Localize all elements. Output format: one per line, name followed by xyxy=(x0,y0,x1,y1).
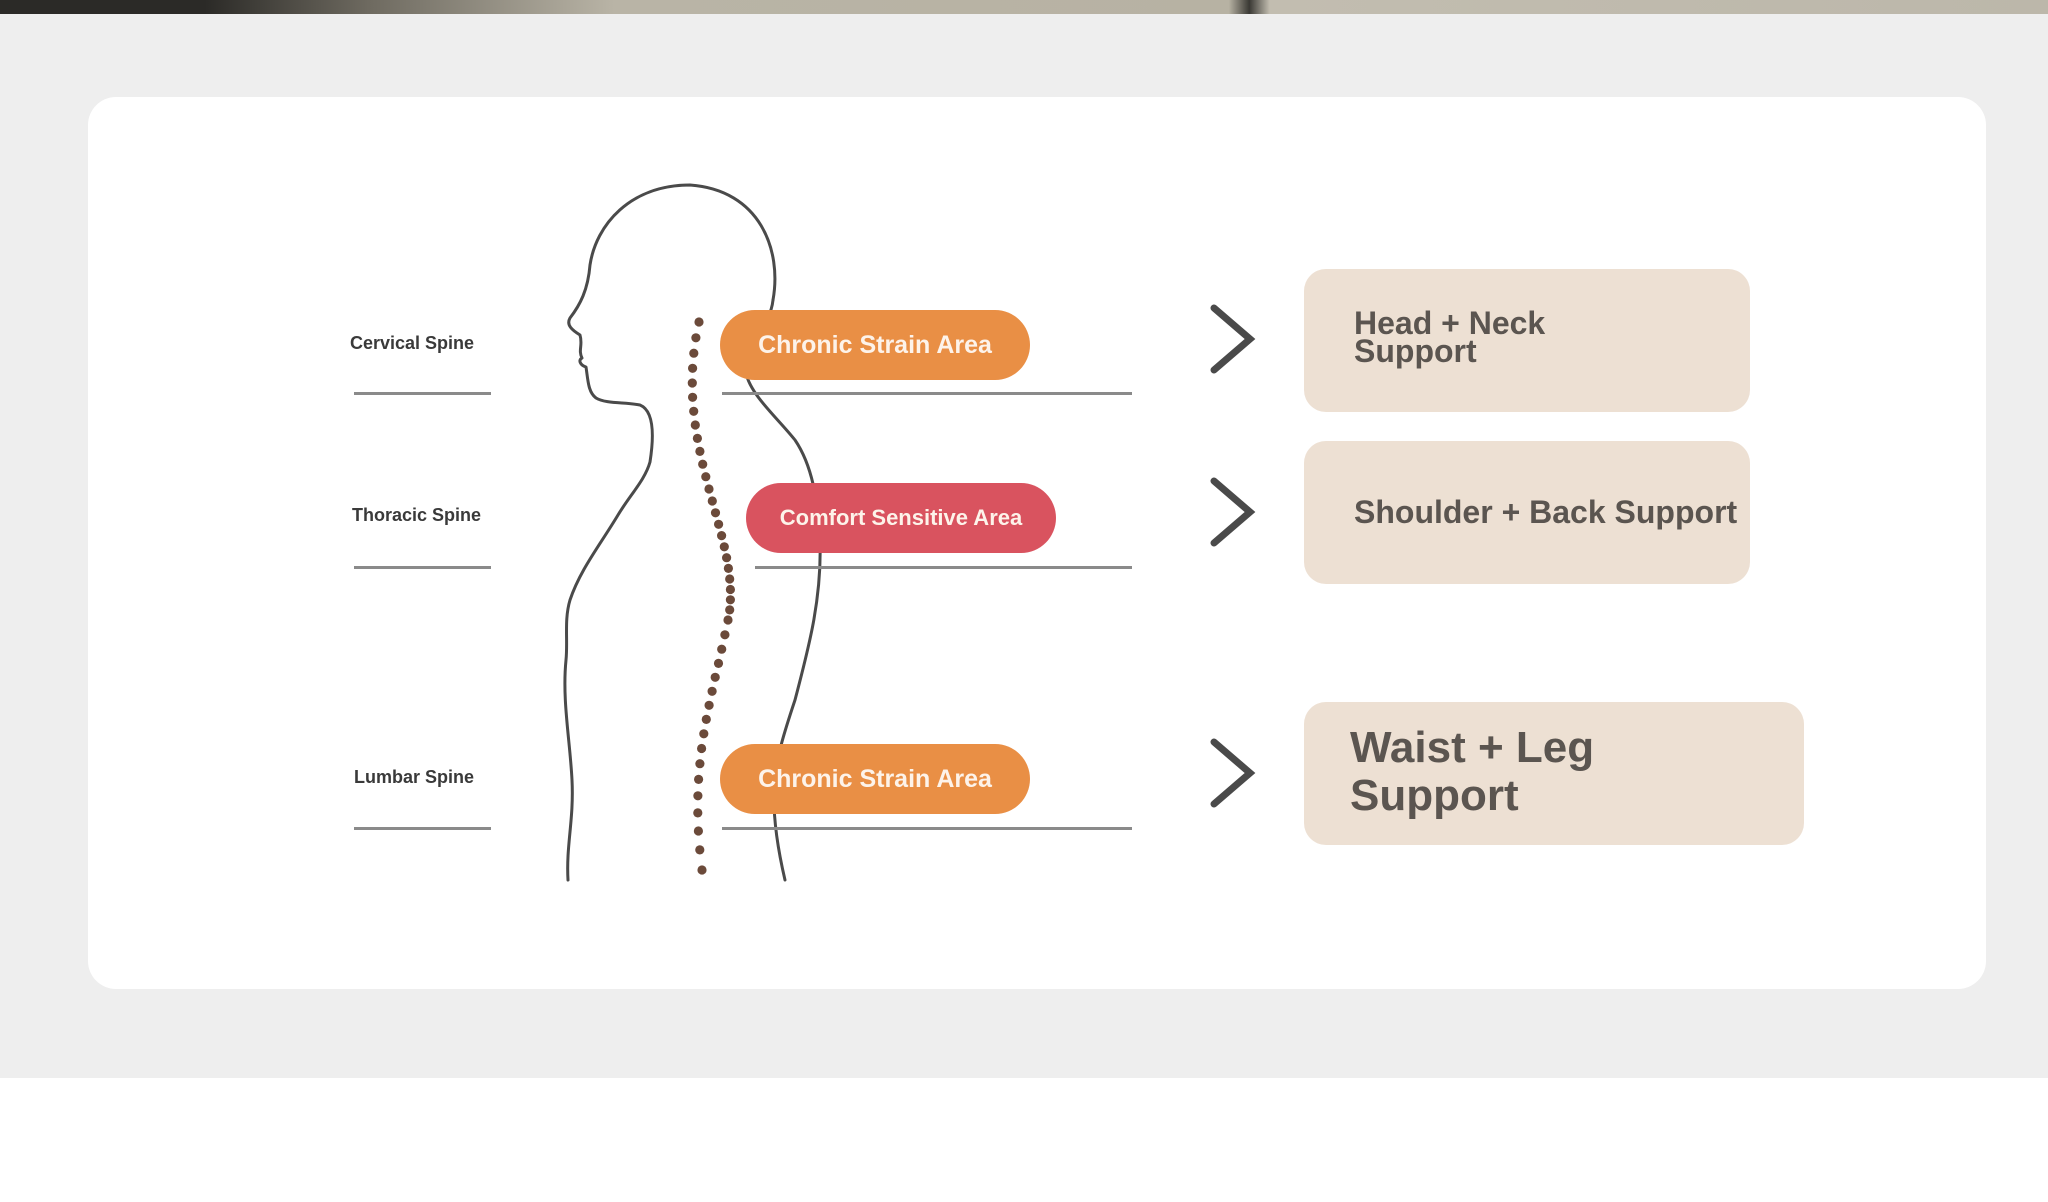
head-neck-support-box: Head + Neck Support xyxy=(1304,269,1750,412)
spine-vertebra-dot xyxy=(690,420,700,430)
spine-vertebra-dot xyxy=(699,729,709,739)
shoulder-back-support-box: Shoulder + Back Support xyxy=(1304,441,1750,584)
spine-vertebra-dot xyxy=(689,348,699,358)
spine-vertebra-dot xyxy=(693,808,703,818)
spine-vertebra-dot xyxy=(707,496,717,506)
spine-vertebra-dot xyxy=(717,531,727,541)
spine-vertebra-dot xyxy=(689,406,699,416)
spine-vertebra-dot xyxy=(707,686,717,696)
spine-vertebra-dot xyxy=(725,595,736,605)
spine-vertebra-dot xyxy=(694,774,704,785)
spine-dots xyxy=(687,317,736,875)
chevron-right-icon xyxy=(1210,477,1256,547)
spine-vertebra-dot xyxy=(701,472,711,482)
spine-vertebra-dot xyxy=(691,333,701,343)
spine-vertebra-dot xyxy=(687,378,697,388)
cervical-left-rule xyxy=(354,392,491,395)
lumbar-spine-label: Lumbar Spine xyxy=(354,767,475,787)
spine-vertebra-dot xyxy=(717,644,727,654)
chronic-strain-pill-bottom: Chronic Strain Area xyxy=(720,744,1030,814)
spine-vertebra-dot xyxy=(692,433,703,443)
spine-vertebra-dot xyxy=(693,826,704,836)
waist-leg-support-label: Waist + Leg Support xyxy=(1350,723,1595,820)
spine-vertebra-dot xyxy=(704,484,714,494)
spine-vertebra-dot xyxy=(720,630,730,640)
spine-vertebra-dot xyxy=(688,392,698,402)
spine-vertebra-dot xyxy=(723,615,733,625)
spine-vertebra-dot xyxy=(693,791,703,801)
spine-vertebra-dot xyxy=(697,743,707,754)
spine-vertebra-dot xyxy=(698,459,708,469)
top-photo-strip xyxy=(0,0,2048,14)
chronic-strain-pill-top: Chronic Strain Area xyxy=(720,310,1030,380)
lumbar-right-rule xyxy=(722,827,1132,830)
spine-vertebra-dot xyxy=(704,700,714,710)
waist-leg-support-box: Waist + Leg Support xyxy=(1304,702,1804,845)
spine-vertebra-dot xyxy=(697,865,707,875)
spine-vertebra-dot xyxy=(695,446,705,456)
chevron-right-icon xyxy=(1210,738,1256,808)
spine-vertebra-dot xyxy=(710,508,721,518)
spine-vertebra-dot xyxy=(695,759,705,769)
spine-vertebra-dot xyxy=(701,714,711,725)
lumbar-left-rule xyxy=(354,827,491,830)
spine-vertebra-dot xyxy=(725,605,735,615)
spine-vertebra-dot xyxy=(694,317,704,327)
spine-vertebra-dot xyxy=(713,658,724,669)
spine-vertebra-dot xyxy=(695,845,705,855)
chevron-right-icon xyxy=(1210,304,1256,374)
spine-vertebra-dot xyxy=(725,574,735,584)
spine-vertebra-dot xyxy=(714,519,724,529)
spine-vertebra-dot xyxy=(722,553,732,563)
spine-vertebra-dot xyxy=(719,542,729,552)
thoracic-left-rule xyxy=(354,566,491,569)
spine-vertebra-dot xyxy=(725,584,736,595)
comfort-sensitive-pill: Comfort Sensitive Area xyxy=(746,483,1056,553)
head-neck-support-label: Head + Neck Support xyxy=(1354,305,1546,369)
spine-vertebra-dot xyxy=(710,672,720,682)
thoracic-right-rule xyxy=(755,566,1132,569)
cervical-right-rule xyxy=(722,392,1132,395)
cervical-spine-label: Cervical Spine xyxy=(350,333,475,353)
spine-vertebra-dot xyxy=(688,363,698,373)
shoulder-back-support-label: Shoulder + Back Support xyxy=(1354,494,1738,530)
thoracic-spine-label: Thoracic Spine xyxy=(352,505,482,525)
spine-vertebra-dot xyxy=(723,563,734,574)
